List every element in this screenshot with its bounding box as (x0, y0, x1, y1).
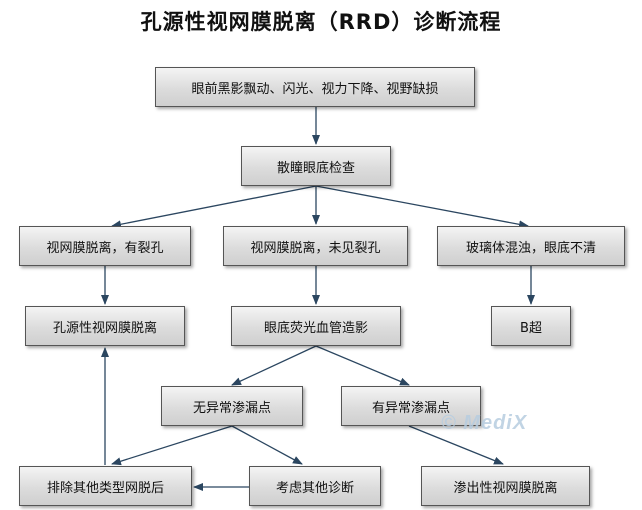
node-fundus-exam: 散瞳眼底检查 (241, 146, 391, 186)
arrow-exam-to-vitreous (315, 185, 529, 229)
node-symptoms: 眼前黑影飘动、闪光、视力下降、视野缺损 (155, 67, 475, 107)
arrow-ffa-to-has-leak (315, 345, 410, 386)
arrow-no-leak-to-exclude (111, 425, 233, 466)
diagram-title: 孔源性视网膜脱离（RRD）诊断流程 (140, 10, 502, 34)
node-rrd: 孔源性视网膜脱离 (25, 306, 185, 346)
medix-watermark: © MediX (441, 412, 528, 434)
arrow-no-leak-to-consider (231, 425, 303, 465)
node-b-scan: B超 (491, 306, 571, 346)
node-no-leak: 无异常渗漏点 (161, 386, 303, 426)
arrow-ffa-to-no-leak (231, 345, 317, 386)
node-exudative-rd: 渗出性视网膜脱离 (421, 466, 590, 506)
node-vitreous-opacity: 玻璃体混浊，眼底不清 (437, 226, 625, 266)
node-exclude-other: 排除其他类型网脱后 (19, 466, 192, 506)
node-consider-other: 考虑其他诊断 (249, 466, 381, 506)
arrow-has-leak-to-exudative (408, 425, 504, 465)
node-ffa: 眼底荧光血管造影 (231, 306, 401, 346)
node-rd-no-hole: 视网膜脱离，未见裂孔 (223, 226, 408, 266)
node-has-leak: 有异常渗漏点 (341, 386, 481, 426)
node-rd-with-hole: 视网膜脱离，有裂孔 (19, 226, 191, 266)
arrow-exam-to-with-hole (111, 185, 317, 229)
